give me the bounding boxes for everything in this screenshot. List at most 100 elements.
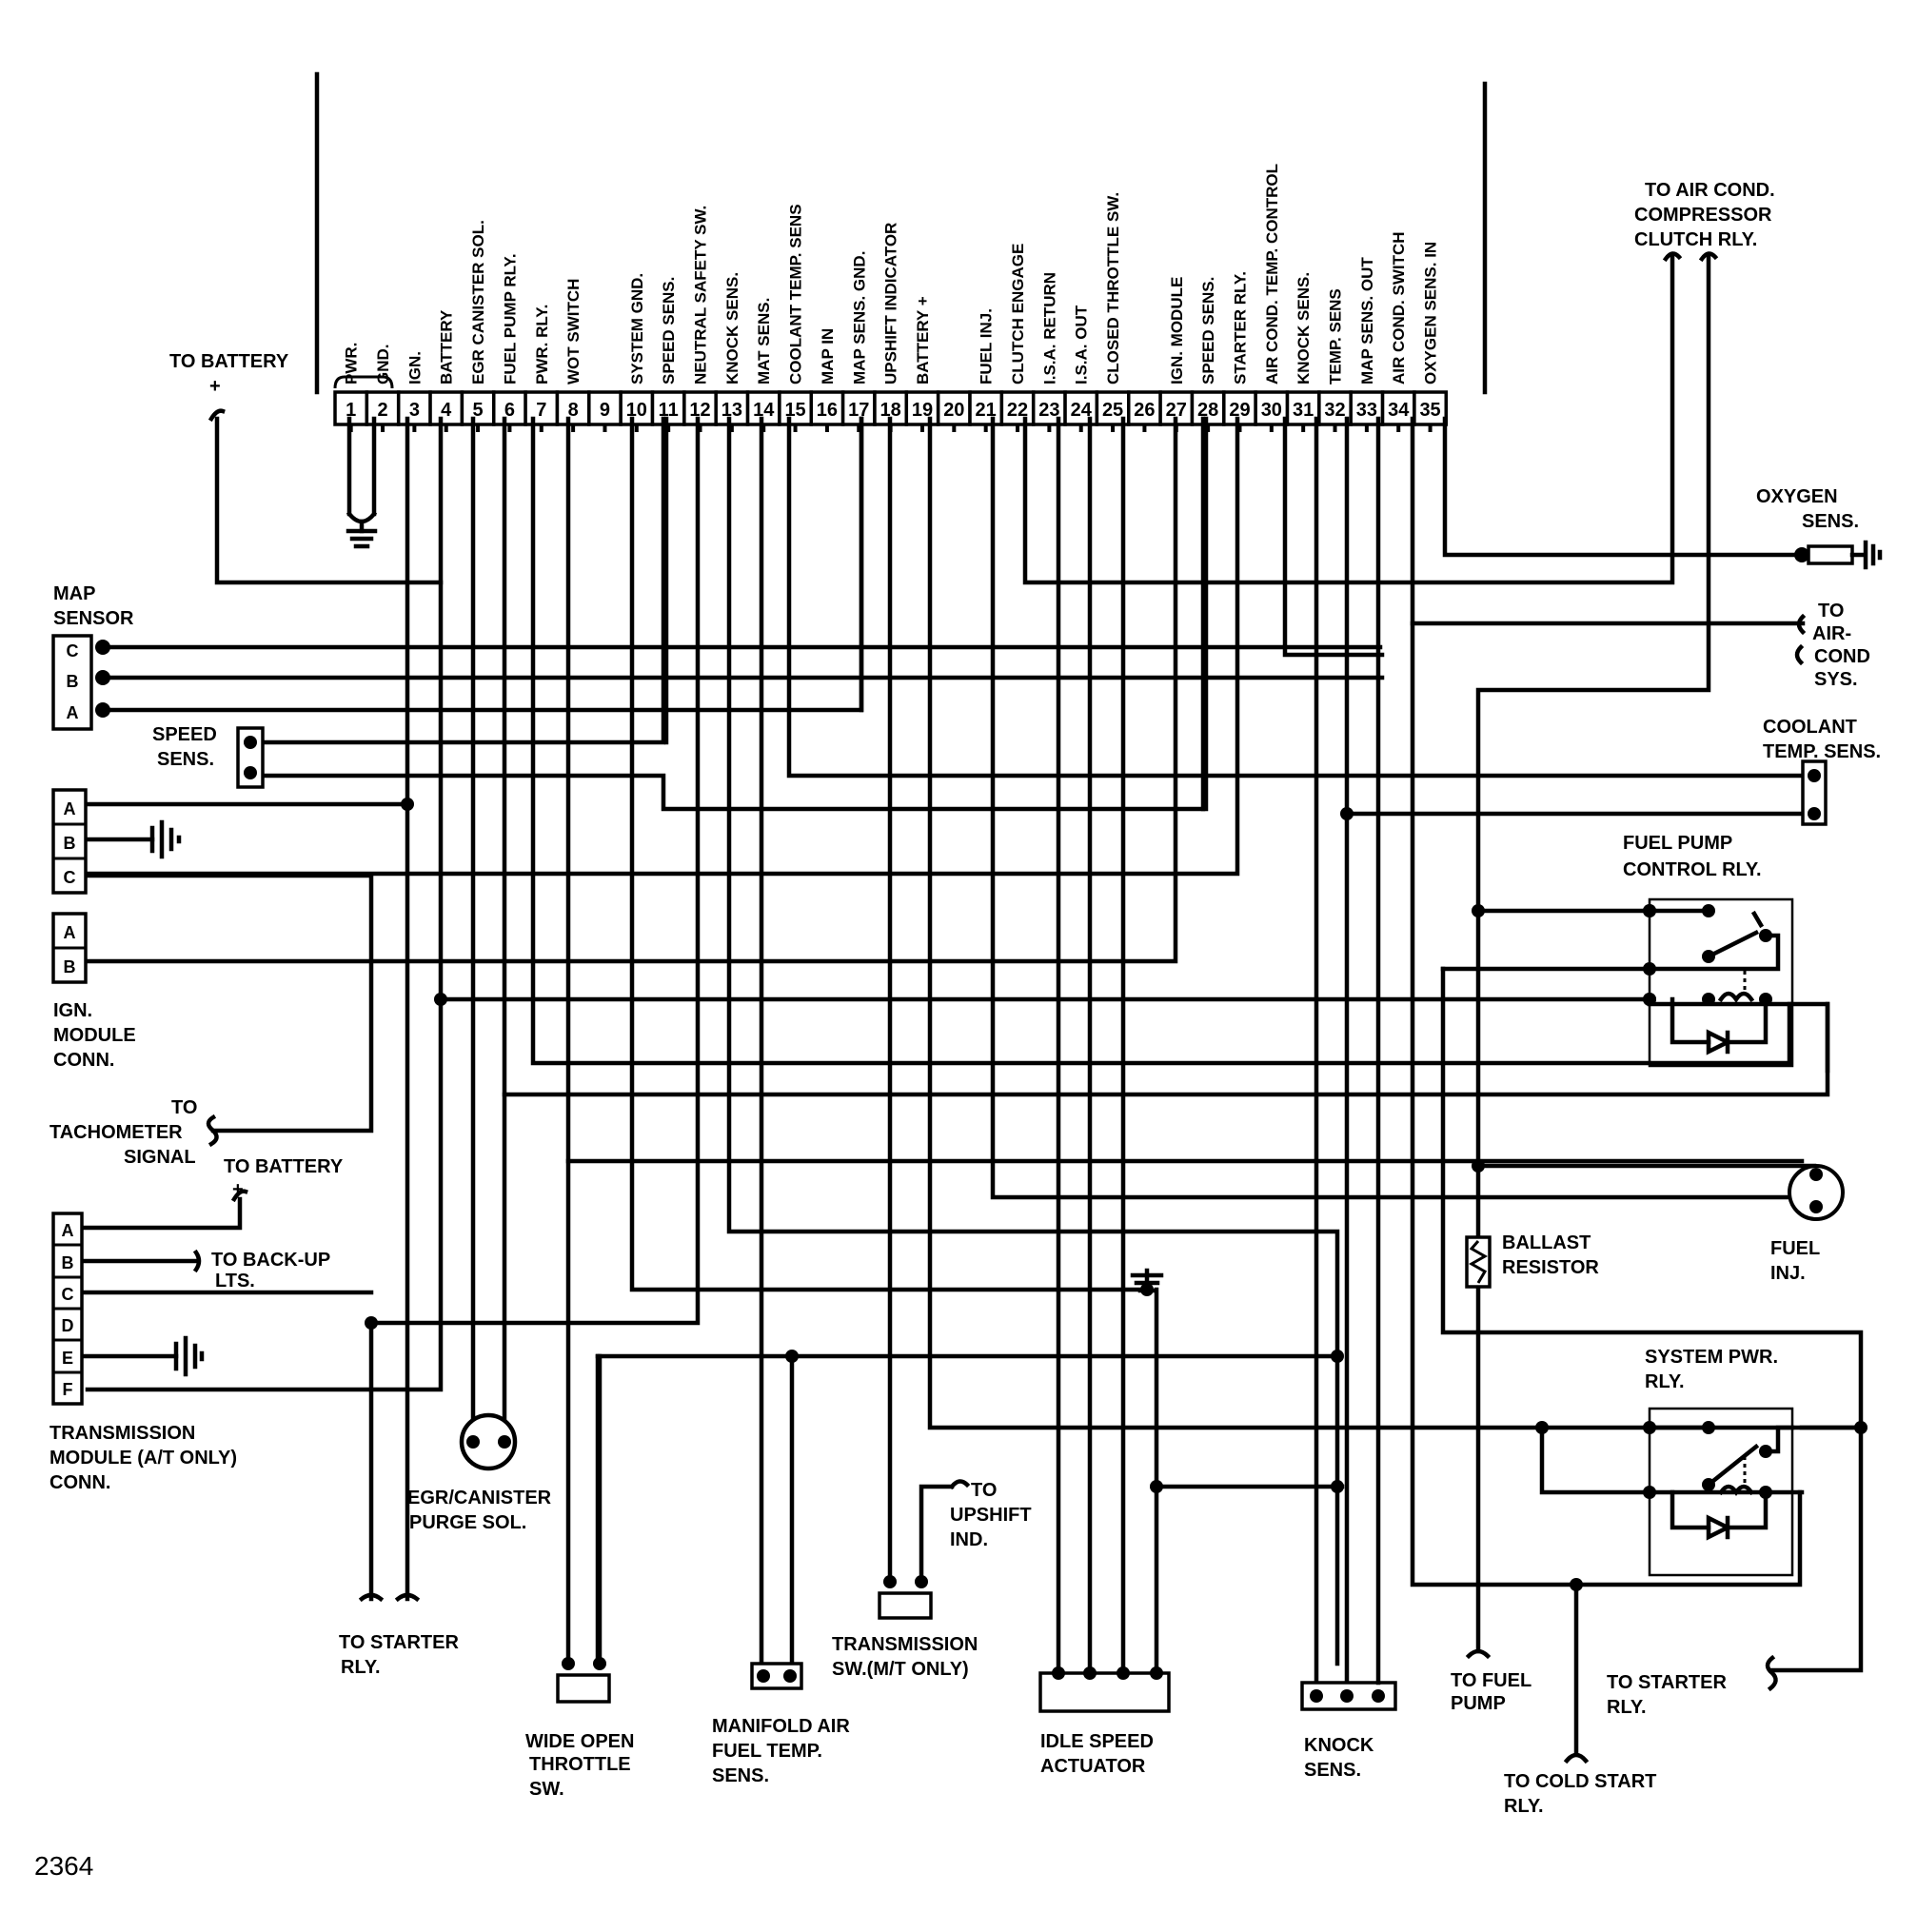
label-starter-left-2: RLY. — [341, 1657, 381, 1678]
speed-sensor-connector — [236, 726, 265, 789]
connector-pin-name: NEUTRAL SAFETY SW. — [692, 206, 710, 384]
junction-dots — [365, 798, 1868, 1591]
connector-pin-box — [1413, 390, 1449, 426]
connector-pin-name: AIR COND. TEMP. CONTROL — [1263, 164, 1281, 384]
label-ign-module-1: IGN. — [53, 1000, 92, 1021]
connector-pin-number: 10 — [626, 400, 647, 421]
map-pin-a: A — [67, 703, 79, 722]
trans-pin-c: C — [62, 1285, 74, 1304]
connector-pin-number: 26 — [1134, 400, 1155, 421]
connector-pin-box — [1254, 390, 1290, 426]
ign-pin-b2: B — [64, 957, 76, 976]
label-backup-2: LTS. — [215, 1271, 255, 1291]
label-ign-module-2: MODULE — [53, 1025, 136, 1046]
trans-pin-b: B — [62, 1253, 74, 1272]
connector-pin-name: PWR. — [343, 343, 361, 384]
label-mat-1: MANIFOLD AIR — [712, 1716, 850, 1737]
pins-1-2-ground — [346, 416, 378, 549]
mat-sensor — [750, 1662, 803, 1690]
label-trans-module-2: MODULE (A/T ONLY) — [49, 1448, 237, 1469]
knock-sensor — [1300, 675, 1397, 1711]
connector-pin-number: 32 — [1324, 400, 1345, 421]
label-tach-1: TO — [171, 1097, 197, 1118]
connector-pin-box — [904, 390, 940, 426]
connector-pin-number: 30 — [1261, 400, 1282, 421]
ac-compressor-ends — [1662, 251, 1719, 263]
label-trans-module-1: TRANSMISSION — [49, 1423, 195, 1444]
fuel-injector — [1788, 1164, 1845, 1221]
label-ballast-1: BALLAST — [1502, 1232, 1591, 1253]
connector-pin-name: SPEED SENS. — [1199, 277, 1217, 384]
cold-start-end — [1563, 1752, 1590, 1764]
connector-pin-number: 18 — [880, 400, 901, 421]
label-cold-start-2: RLY. — [1504, 1796, 1544, 1817]
ign-module-connector: A B C A B — [51, 788, 182, 984]
ecu-outline — [314, 71, 1488, 395]
labels: TO BATTERY + MAP SENSOR SPEED SENS. IGN.… — [34, 180, 1881, 1881]
connector-pin-number: 19 — [912, 400, 933, 421]
transmission-switch — [878, 1479, 971, 1620]
label-knock-2: SENS. — [1304, 1760, 1361, 1781]
label-starter-right-1: TO STARTER — [1607, 1672, 1727, 1693]
label-wot-2: THROTTLE — [529, 1754, 631, 1775]
map-pin-c: C — [67, 641, 79, 660]
label-egr-2: PURGE SOL. — [409, 1512, 526, 1533]
wires — [85, 254, 1864, 1754]
connector-pin-box — [492, 390, 527, 426]
label-speed-sens-2: SENS. — [157, 749, 214, 770]
connector-pin-name: AIR COND. SWITCH — [1390, 231, 1408, 384]
egr-solenoid — [459, 1412, 518, 1471]
connector-pin-number: 4 — [441, 400, 452, 421]
connector-pin-name: STARTER RLY. — [1231, 271, 1249, 384]
connector-pin-number: 27 — [1166, 400, 1187, 421]
label-tach-3: SIGNAL — [124, 1147, 196, 1168]
label-upshift-3: IND. — [950, 1529, 988, 1550]
label-fuel-pump-1: TO FUEL — [1451, 1670, 1532, 1691]
connector-pin-number: 2 — [377, 400, 387, 421]
label-ac-sys-3: COND — [1814, 646, 1870, 667]
connector-pin-name: IGN. — [405, 351, 424, 384]
trans-pin-e: E — [62, 1349, 73, 1368]
label-upshift-2: UPSHIFT — [950, 1505, 1032, 1526]
ballast-resistor — [1465, 1235, 1492, 1289]
label-trans-sw-1: TRANSMISSION — [832, 1634, 978, 1655]
label-isa-2: ACTUATOR — [1040, 1756, 1146, 1777]
label-starter-left-1: TO STARTER — [339, 1632, 459, 1653]
connector-pin-number: 15 — [784, 400, 805, 421]
connector-pin-name: FUEL INJ. — [978, 308, 996, 384]
connector-pin-number: 1 — [346, 400, 356, 421]
connector-pin-name: I.S.A. RETURN — [1040, 272, 1058, 384]
label-fuel-pump-2: PUMP — [1451, 1693, 1506, 1714]
connector-pin-number: 17 — [848, 400, 869, 421]
transmission-connector: A B C D E F — [51, 1189, 374, 1406]
coolant-temp-sensor — [1801, 759, 1828, 826]
connector-pin-number: 11 — [659, 400, 679, 421]
label-tach-2: TACHOMETER — [49, 1122, 183, 1143]
label-ballast-2: RESISTOR — [1502, 1257, 1599, 1278]
label-oxygen-1: OXYGEN — [1756, 486, 1838, 507]
connector-pin-name: IGN. MODULE — [1168, 277, 1186, 384]
connector-pin-name: BATTERY + — [914, 296, 932, 384]
label-to-battery-mid: TO BATTERY — [224, 1156, 344, 1177]
tach-squiggle — [206, 1114, 219, 1148]
label-oxygen-2: SENS. — [1802, 511, 1859, 532]
label-egr-1: EGR/CANISTER — [407, 1488, 552, 1508]
connector-pin-box — [555, 390, 591, 426]
connector-pin-name: BATTERY — [438, 309, 456, 384]
label-map-sensor-2: SENSOR — [53, 608, 134, 629]
label-isa-1: IDLE SPEED — [1040, 1731, 1154, 1752]
connector-pin-name: MAT SENS. — [755, 298, 773, 384]
label-ign-module-3: CONN. — [53, 1050, 114, 1071]
label-ac-sys-4: SYS. — [1814, 669, 1858, 690]
wot-switch — [556, 1353, 611, 1704]
connector-pin-name: GND. — [374, 345, 392, 385]
label-ac-comp-1: TO AIR COND. — [1645, 180, 1775, 201]
label-ac-comp-3: CLUTCH RLY. — [1634, 229, 1757, 250]
connector-pin-number: 25 — [1102, 400, 1123, 421]
label-plus-mid: + — [232, 1179, 244, 1200]
connector-pin-name: KNOCK SENS. — [1294, 272, 1313, 384]
figure-number: 2364 — [34, 1851, 93, 1881]
ign-pin-a: A — [64, 799, 76, 818]
idle-speed-actuator — [1038, 1666, 1171, 1713]
connector-pin-box — [714, 390, 750, 426]
